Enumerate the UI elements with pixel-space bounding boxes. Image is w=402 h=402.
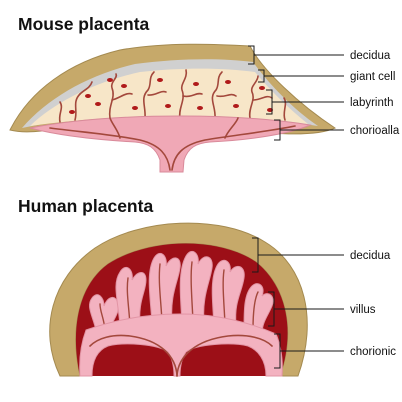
human-decidua-layer: [49, 222, 308, 377]
mouse-label-labyrinth: labyrinth: [350, 97, 393, 109]
mouse-placenta-title: Mouse placenta: [18, 14, 150, 34]
human-villus-5: [211, 259, 245, 325]
mouse-placenta-illustration: [9, 43, 337, 173]
human-label-leaders: [252, 237, 344, 369]
human-chorion-vessels: [89, 334, 273, 377]
mouse-labyrinth-vessels: [58, 69, 287, 123]
human-villus-2: [115, 267, 147, 327]
mouse-label-giant-cell: giant cell: [350, 71, 395, 83]
human-placenta-illustration: [49, 222, 308, 377]
human-villi: [89, 251, 274, 335]
mouse-chorion-vessels: [49, 117, 296, 171]
human-villus-3: [148, 253, 181, 323]
human-villus-4: [179, 251, 213, 323]
human-label-decidua: decidua: [350, 250, 391, 262]
mouse-chorioallantoic-plate: [29, 115, 312, 173]
mouse-labyrinth-layer: [30, 68, 308, 126]
mouse-labyrinth-blood-cells: [69, 78, 273, 114]
mouse-label-chorioalla: chorioalla: [350, 125, 400, 137]
mouse-label-decidua: decidua: [350, 50, 391, 62]
human-villus-6: [243, 283, 274, 335]
mouse-label-leaders: [248, 45, 344, 141]
human-label-villus: villus: [350, 304, 376, 316]
human-label-chorionic: chorionic: [350, 346, 396, 358]
human-placenta-title: Human placenta: [18, 196, 153, 216]
human-villus-1: [89, 294, 119, 331]
